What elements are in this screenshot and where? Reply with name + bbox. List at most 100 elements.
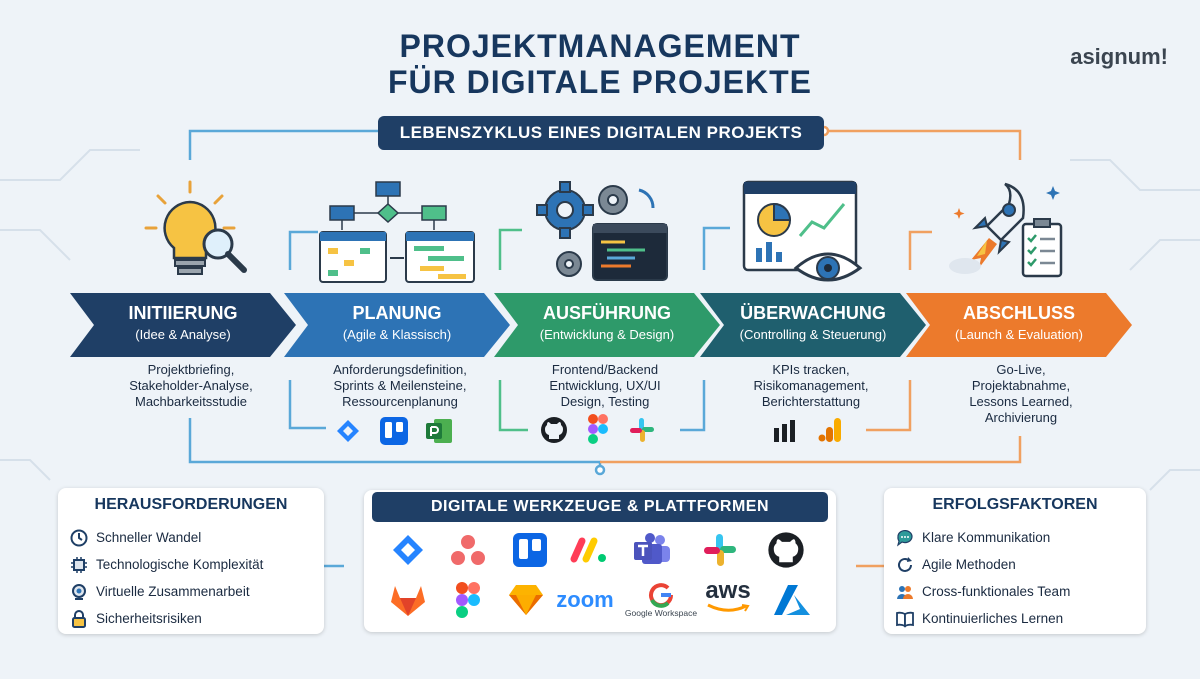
desc-line: Machbarkeitsstudie: [135, 394, 247, 409]
webcam-icon: [70, 583, 88, 601]
phase-description-abschluss: Go-Live, Projektabnahme, Lessons Learned…: [926, 362, 1116, 426]
ms-project-icon: [426, 419, 452, 443]
aws-smile-icon: [707, 603, 750, 612]
success-item: Kontinuierliches Lernen: [896, 605, 1146, 632]
figma-icon: [588, 414, 608, 444]
clock-icon: [70, 529, 88, 547]
desc-line: Projektabnahme,: [971, 378, 1071, 393]
google-g-icon: [649, 583, 674, 608]
phase-subtitle: (Idee & Analyse): [135, 327, 231, 342]
phase-description-initiierung: Projektbriefing, Stakeholder-Analyse, Ma…: [96, 362, 286, 410]
challenge-item: Virtuelle Zusammenarbeit: [70, 578, 324, 605]
jira-icon: [337, 420, 359, 442]
phase-subtitle: (Agile & Klassisch): [342, 327, 452, 342]
success-card: ERFOLGSFAKTOREN Klare Kommunikation Agil…: [884, 488, 1146, 634]
sketch-icon: [504, 580, 548, 620]
desc-line: Lessons Learned,: [969, 394, 1073, 409]
challenge-label: Virtuelle Zusammenarbeit: [96, 584, 250, 599]
powerbi-icon: [774, 420, 795, 442]
github-icon: [764, 530, 808, 570]
book-icon: [896, 610, 914, 628]
challenges-card: HERAUSFORDERUNGEN Schneller Wandel Techn…: [58, 488, 324, 634]
success-label: Kontinuierliches Lernen: [922, 611, 1064, 626]
monday-icon: [566, 530, 610, 570]
desc-line: Projektbriefing,: [147, 362, 235, 377]
jira-icon: [386, 530, 430, 570]
tools-title: DIGITALE WERKZEUGE & PLATTFORMEN: [372, 492, 828, 522]
dashboard-eye-icon: [742, 180, 863, 282]
team-icon: [896, 583, 914, 601]
success-item: Cross-funktionales Team: [896, 578, 1146, 605]
success-label: Cross-funktionales Team: [922, 584, 1071, 599]
desc-line: Berichterstattung: [761, 394, 861, 409]
success-title: ERFOLGSFAKTOREN: [932, 496, 1098, 513]
phase-title: INITIIERUNG: [128, 303, 238, 323]
phase-arrow-shape: [494, 293, 720, 357]
zoom-logo: zoom: [552, 580, 618, 620]
phase-ausfuehrung: AUSFÜHRUNG (Entwicklung & Design): [494, 293, 720, 357]
phase-subtitle: (Controlling & Steuerung): [739, 327, 887, 342]
google-workspace-label: Google Workspace: [624, 608, 698, 618]
figma-icon: [446, 580, 490, 620]
cycle-icon: [896, 556, 914, 574]
success-item: Klare Kommunikation: [896, 524, 1146, 551]
zoom-label: zoom: [556, 587, 614, 612]
challenge-item: Technologische Komplexität: [70, 551, 324, 578]
phase-description-ueberwachung: KPIs tracken, Risikomanagement, Berichte…: [716, 362, 906, 410]
teams-icon: [630, 530, 674, 570]
gears-code-icon: [536, 181, 668, 281]
google-workspace-logo: Google Workspace: [622, 576, 700, 624]
phase-initiierung: INITIIERUNG (Idee & Analyse): [70, 293, 296, 357]
desc-line: Stakeholder-Analyse,: [129, 378, 253, 393]
phase-subtitle: (Entwicklung & Design): [539, 327, 675, 342]
asana-icon: [446, 530, 490, 570]
success-label: Agile Methoden: [922, 557, 1016, 572]
desc-line: Go-Live,: [996, 362, 1046, 377]
rocket-checklist-icon: [949, 182, 1063, 278]
desc-line: Risikomanagement,: [753, 378, 869, 393]
azure-icon: [770, 580, 814, 620]
phase-ueberwachung: ÜBERWACHUNG (Controlling & Steuerung): [700, 293, 926, 357]
lock-icon: [70, 609, 88, 628]
phase-description-planung: Anforderungsdefinition, Sprints & Meilen…: [300, 362, 500, 410]
chat-icon: [896, 529, 914, 547]
desc-line: Anforderungsdefinition,: [333, 362, 467, 377]
trello-icon: [380, 417, 408, 445]
desc-line: Frontend/Backend: [551, 362, 659, 377]
page-title-line1: PROJEKTMANAGEMENT: [399, 28, 801, 64]
phase-title: ABSCHLUSS: [962, 303, 1075, 323]
analytics-icon: [818, 418, 841, 442]
desc-line: Sprints & Meilensteine,: [333, 378, 467, 393]
desc-line: Design, Testing: [560, 394, 650, 409]
phase-arrow-shape: [700, 293, 926, 357]
phase-title: PLANUNG: [352, 303, 442, 323]
success-label: Klare Kommunikation: [922, 530, 1051, 545]
trello-icon: [508, 530, 552, 570]
challenge-item: Schneller Wandel: [70, 524, 324, 551]
challenge-item: Sicherheitsrisiken: [70, 605, 324, 632]
desc-line: Entwicklung, UX/UI: [549, 378, 661, 393]
aws-label: aws: [705, 577, 751, 604]
success-item: Agile Methoden: [896, 551, 1146, 578]
slack-icon: [698, 530, 742, 570]
lifecycle-banner: LEBENSZYKLUS EINES DIGITALEN PROJEKTS: [378, 116, 824, 150]
brand-logo: asignum!: [1070, 44, 1168, 69]
chip-icon: [70, 556, 88, 574]
phase-arrow-shape: [70, 293, 296, 357]
phase-arrow-shape: [906, 293, 1132, 357]
phase-subtitle: (Launch & Evaluation): [955, 327, 1083, 342]
aws-logo: aws: [700, 576, 756, 616]
lightbulb-magnifier-icon: [144, 180, 247, 275]
workflow-gantt-icon: [319, 181, 475, 283]
desc-line: Archivierung: [984, 410, 1058, 425]
desc-line: KPIs tracken,: [772, 362, 850, 377]
challenges-title: HERAUSFORDERUNGEN: [94, 496, 288, 513]
challenge-label: Sicherheitsrisiken: [96, 611, 202, 626]
challenge-label: Technologische Komplexität: [96, 557, 264, 572]
phase-arrow-shape: [284, 293, 510, 357]
phase-title: AUSFÜHRUNG: [543, 303, 671, 323]
github-icon: [541, 417, 567, 443]
phase-abschluss: ABSCHLUSS (Launch & Evaluation): [906, 293, 1132, 357]
page-title-line2: FÜR DIGITALE PROJEKTE: [388, 64, 812, 100]
